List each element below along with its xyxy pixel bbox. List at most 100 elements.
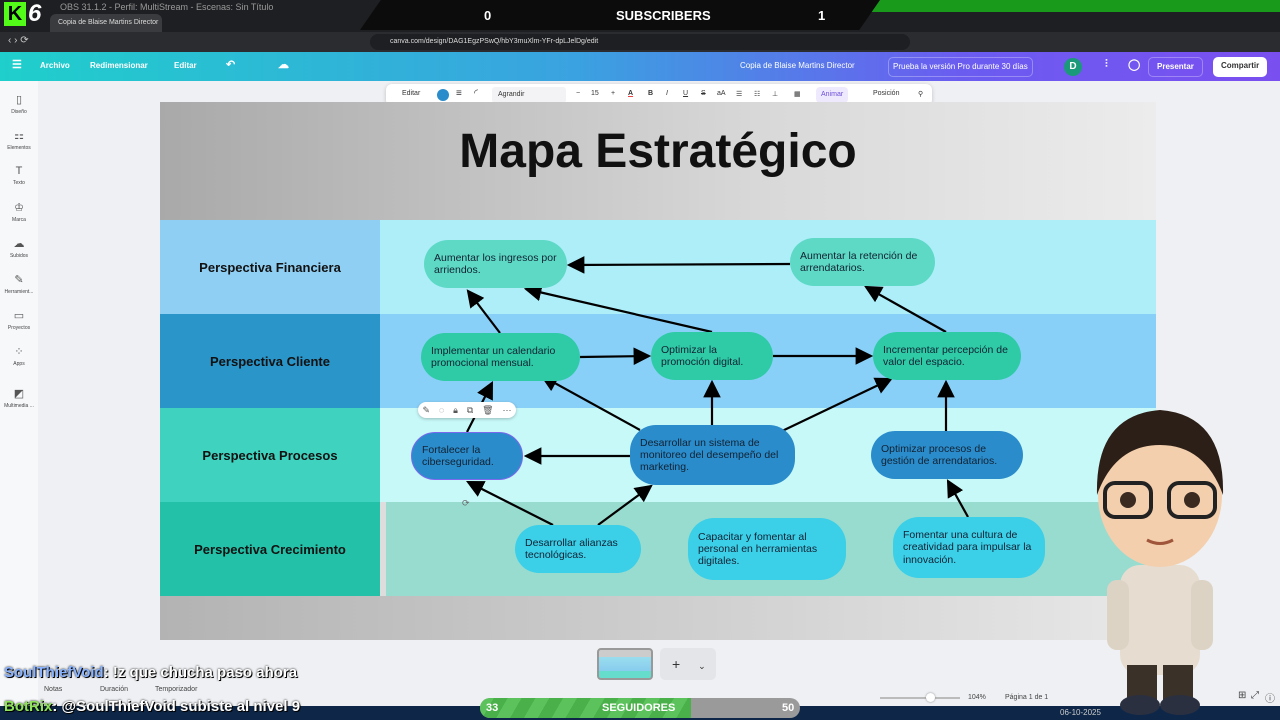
strikethrough-button[interactable]: S <box>701 90 706 97</box>
doc-title[interactable]: Copia de Blaise Martins Director <box>740 61 855 70</box>
sidebar-item-design[interactable]: ▯Diseño <box>0 93 38 115</box>
spacing-icon[interactable]: ⊥ <box>772 91 779 98</box>
arrow <box>466 481 554 526</box>
sidebar-item-apps[interactable]: ⁘ Apps <box>0 345 38 367</box>
followers-current: 33 <box>486 702 499 714</box>
node-procesos-gestion[interactable]: Optimizar procesos de gestión de arrenda… <box>871 431 1023 479</box>
more-icon[interactable]: ⋯ <box>502 404 512 415</box>
slide-title[interactable]: Mapa Estratégico <box>459 125 857 178</box>
font-select[interactable]: Agrandir <box>492 87 566 103</box>
sidebar-label: Apps <box>13 361 25 367</box>
underline-button[interactable]: U <box>683 90 689 97</box>
resize-button[interactable]: Redimensionar <box>90 61 148 70</box>
sidebar-item-brand[interactable]: ♔Marca <box>0 201 38 223</box>
sidebar-item-projects[interactable]: ▭Proyectos <box>0 309 38 331</box>
help-icon[interactable]: ⓘ <box>1265 694 1275 705</box>
grid-view-icon[interactable]: ⊞ <box>1238 690 1247 701</box>
duplicate-icon[interactable]: ⧉ <box>466 404 474 415</box>
zoom-slider[interactable] <box>880 693 960 702</box>
sidebar-label: Proyectos <box>7 325 31 331</box>
node-promocion[interactable]: Optimizar la promoción digital. <box>651 332 773 380</box>
sidebar-item-elements[interactable]: ⚏ Elementos <box>0 129 38 151</box>
arrow <box>597 484 653 526</box>
browser-tab[interactable]: Copia de Blaise Martins Director <box>50 14 162 32</box>
url-input[interactable]: canva.com/design/DAG1EgzPSwQ/hbY3muXlm-Y… <box>370 34 910 50</box>
page-indicator[interactable]: Página 1 de 1 <box>1005 694 1049 701</box>
case-button[interactable]: aA <box>717 90 726 97</box>
avatar[interactable]: D <box>1064 58 1082 76</box>
text-color-icon[interactable]: A <box>628 90 634 97</box>
share-button[interactable]: Compartir <box>1213 57 1268 77</box>
sidebar-label: Elementos <box>7 145 31 151</box>
subs-left: 0 <box>484 8 492 23</box>
back-icon[interactable]: ‹ › ⟳ <box>8 35 29 46</box>
node-ingresos[interactable]: Aumentar los ingresos por arriendos. <box>424 240 567 288</box>
apps-icon: ⁘ <box>14 346 24 358</box>
comment-icon[interactable]: ◌ <box>438 405 445 415</box>
followers-label: SEGUIDORES <box>602 702 676 714</box>
taskbar-date: 06-10-2025 <box>1060 708 1101 717</box>
sidebar-label: Multimedia ... <box>4 403 34 409</box>
paint-format-icon[interactable]: ⚲ <box>918 91 924 98</box>
align-icon[interactable]: ☰ <box>736 91 743 98</box>
sidebar-item-multimedia[interactable]: ◩Multimedia ... <box>0 387 38 409</box>
rotate-handle-icon[interactable]: ⟳ <box>462 498 470 508</box>
context-toolbar: Editar ≡ ◜ Agrandir − 15 + A B I U S aA … <box>386 84 932 106</box>
border-style-icon[interactable]: ≡ <box>456 88 462 99</box>
analytics-icon[interactable]: ⫶ <box>1105 58 1108 70</box>
elements-icon: ⚏ <box>14 130 24 142</box>
node-cultura[interactable]: Fomentar una cultura de creatividad para… <box>893 517 1045 578</box>
fill-color-button[interactable] <box>437 89 449 101</box>
node-percepcion[interactable]: Incrementar percepción de valor del espa… <box>873 332 1021 380</box>
arrow <box>523 283 713 334</box>
comment-icon[interactable]: ◯ <box>1128 59 1141 71</box>
zoom-level[interactable]: 104% <box>968 694 986 701</box>
present-button[interactable]: Presentar <box>1148 57 1203 77</box>
sidebar-label: Subidos <box>9 253 29 259</box>
font-size-increase[interactable]: + <box>611 90 616 97</box>
transparency-icon[interactable]: ▦ <box>794 91 801 98</box>
lock-icon[interactable]: 🔒︎ <box>453 404 458 415</box>
perspective-client[interactable]: Perspectiva Cliente <box>160 314 380 408</box>
font-size-decrease[interactable]: − <box>576 90 581 97</box>
perspective-processes[interactable]: Perspectiva Procesos <box>160 408 380 502</box>
node-ciberseguridad[interactable]: Fortalecer la ciberseguridad. <box>411 432 523 480</box>
menu-icon[interactable]: ☰ <box>12 59 22 71</box>
undo-icon[interactable]: ↶ <box>226 59 236 71</box>
pro-trial-button[interactable]: Prueba la versión Pro durante 30 días <box>888 57 1033 77</box>
followers-goal-bar: 33 SEGUIDORES 50 <box>480 698 800 718</box>
perspective-financial[interactable]: Perspectiva Financiera <box>160 220 380 314</box>
edit-shape-button[interactable]: Editar <box>402 90 421 97</box>
sidebar-item-tools[interactable]: ✎Herramient... <box>0 273 38 295</box>
bold-button[interactable]: B <box>648 90 654 97</box>
fullscreen-icon[interactable]: ⤢ <box>1251 690 1259 701</box>
corner-icon[interactable]: ◜ <box>474 88 478 99</box>
node-capacitar[interactable]: Capacitar y fomentar al personal en herr… <box>688 518 846 580</box>
position-button[interactable]: Posición <box>873 90 900 97</box>
file-menu[interactable]: Archivo <box>40 61 70 70</box>
node-alianzas[interactable]: Desarrollar alianzas tecnológicas. <box>515 525 641 573</box>
trash-icon[interactable]: 🗑︎ <box>482 404 494 415</box>
page-thumbnail[interactable] <box>597 648 653 680</box>
italic-button[interactable]: I <box>666 90 668 97</box>
design-icon: ▯ <box>15 94 23 106</box>
timer-button[interactable]: Temporizador <box>155 686 198 693</box>
list-icon[interactable]: ☷ <box>754 91 761 98</box>
magic-edit-icon[interactable]: ✎ <box>422 404 430 415</box>
cloud-icon[interactable]: ☁ <box>278 59 289 71</box>
perspective-growth[interactable]: Perspectiva Crecimiento <box>160 502 380 596</box>
animate-button[interactable]: Animar <box>816 87 849 103</box>
font-size-input[interactable]: 15 <box>591 90 599 97</box>
duration-button[interactable]: Duración <box>100 686 129 693</box>
canva-header: ☰ Archivo Redimensionar Editar ↶ ☁ Copia… <box>0 52 1280 81</box>
add-page-button[interactable]: + ⌄ <box>660 648 716 680</box>
node-calendario[interactable]: Implementar un calendario promocional me… <box>421 333 580 381</box>
node-monitoreo[interactable]: Desarrollar un sistema de monitoreo del … <box>630 425 795 485</box>
chevron-down-icon[interactable]: ⌄ <box>698 661 706 671</box>
notes-button[interactable]: Notas <box>44 686 63 693</box>
sidebar-item-uploads[interactable]: ☁Subidos <box>0 237 38 259</box>
edit-menu[interactable]: Editar <box>174 61 197 70</box>
node-retencion[interactable]: Aumentar la retención de arrendatarios. <box>790 238 935 286</box>
